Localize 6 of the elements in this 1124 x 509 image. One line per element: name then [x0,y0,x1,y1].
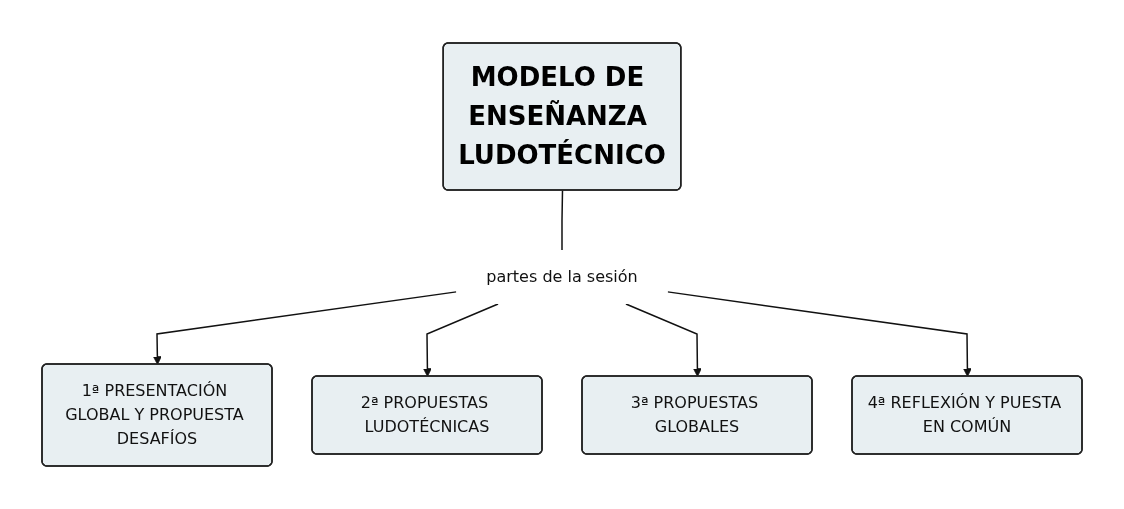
node-text: partes de la sesión [486,267,638,286]
connector [561,189,564,251]
arrow [423,303,499,377]
arrow [666,291,972,377]
arrow [152,291,458,365]
arrow [625,303,702,377]
